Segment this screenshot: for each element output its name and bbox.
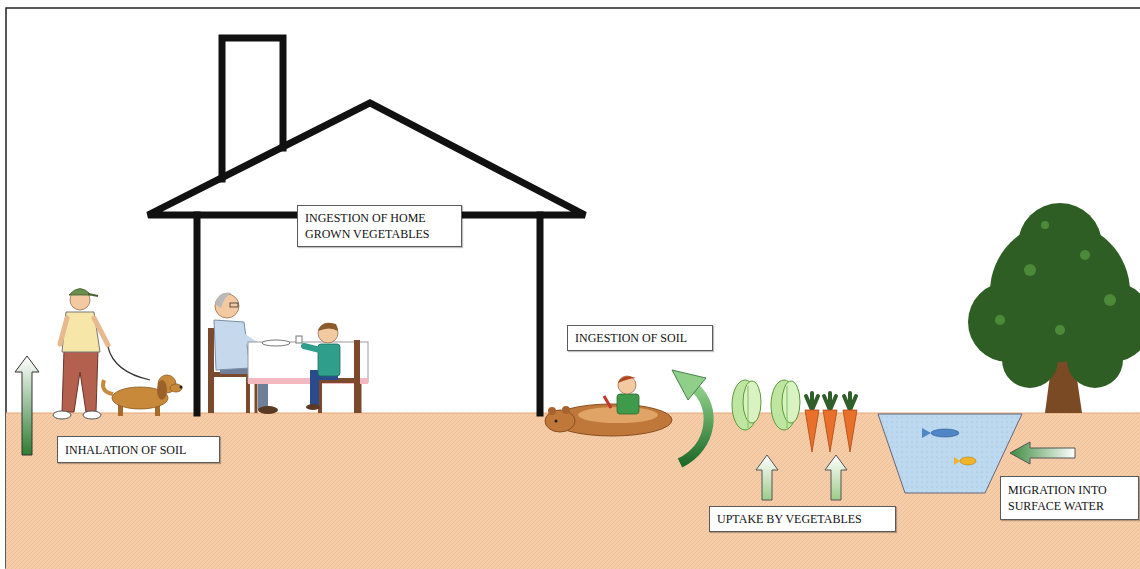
dog-part [180, 386, 183, 389]
old-man-seated-part [208, 328, 214, 413]
bear-sandbox-part [555, 420, 558, 423]
bear-sandbox [545, 376, 672, 436]
inhalation-arrow [15, 356, 39, 455]
pond-part [931, 429, 959, 437]
uptake-arrows-part [756, 455, 778, 500]
ingestion-arrow-part [672, 370, 706, 400]
man-walking-part [62, 350, 98, 412]
dining-table-part [248, 378, 368, 384]
old-man-seated-part [215, 292, 232, 308]
pond-part [954, 457, 960, 465]
lettuce-part [787, 386, 788, 428]
pathway-label-text: INGESTION OF SOIL [575, 330, 687, 346]
bear-sandbox-part [562, 406, 570, 414]
old-man-seated-part [230, 303, 238, 307]
child-seated-part [304, 346, 320, 350]
dining-table-part [296, 336, 302, 343]
bear-sandbox-part [548, 407, 556, 415]
tree-part [995, 315, 1005, 325]
house-outline-part [537, 215, 544, 413]
tree-part [1080, 250, 1090, 260]
bear-sandbox-part [617, 394, 639, 414]
tree-part [1018, 203, 1102, 287]
frame [6, 8, 1140, 568]
dog-part [103, 380, 113, 394]
child-seated [304, 323, 360, 413]
man-walking-part [108, 347, 150, 380]
pathway-label: UPTAKE BY VEGETABLES [709, 506, 896, 532]
ingestion-arrow-part [680, 388, 709, 463]
house-outline-part [148, 103, 585, 215]
carrots [805, 393, 857, 452]
dog-part [170, 384, 182, 392]
child-seated-part [318, 323, 338, 331]
house-outline-part [222, 38, 283, 179]
bear-sandbox-part [618, 376, 636, 394]
tree-part [1055, 325, 1065, 335]
uptake-arrows [756, 455, 847, 500]
old-man-seated-part [214, 320, 250, 370]
pathway-label: INGESTION OF SOIL [567, 325, 713, 351]
tree-part [1041, 221, 1049, 229]
migration-arrow [1010, 442, 1075, 464]
man-walking-part [53, 411, 71, 419]
man-walking-part [83, 411, 101, 419]
migration-arrow-part [1010, 442, 1075, 464]
lettuce-part [782, 381, 800, 423]
lettuce-part [743, 381, 761, 423]
ingestion-arrow [672, 370, 709, 463]
man-walking-part [94, 318, 108, 345]
tree [968, 203, 1140, 413]
dining-table [248, 336, 368, 413]
child-seated-part [310, 378, 319, 406]
child-seated-part [318, 323, 338, 343]
bear-sandbox-part [618, 376, 636, 383]
bear-sandbox-part [604, 396, 611, 408]
old-man-seated-part [258, 406, 278, 414]
pathway-label: INGESTION OF HOME GROWN VEGETABLES [297, 205, 462, 247]
man-walking-part [69, 289, 91, 296]
house-outline-part [194, 215, 201, 413]
carrots-part [843, 410, 857, 452]
house-outline [148, 38, 585, 413]
child-seated-part [306, 404, 320, 410]
dog [103, 375, 182, 416]
lettuce-part [748, 386, 749, 428]
carrots-part [806, 393, 818, 410]
carrots-part [823, 410, 837, 452]
pathway-label: MIGRATION INTO SURFACE WATER [1000, 476, 1139, 520]
dining-table-part [255, 384, 258, 413]
tree-part [1067, 332, 1123, 388]
pond-part [960, 457, 976, 465]
pathway-label-text: UPTAKE BY VEGETABLES [717, 511, 862, 527]
ground [6, 413, 1140, 569]
tree-part [1024, 264, 1036, 276]
carrots-part [805, 410, 819, 452]
dining-table-part [262, 340, 290, 346]
dining-table-part [248, 342, 368, 382]
dog-part [157, 380, 167, 400]
pathway-label-text: INGESTION OF HOME GROWN VEGETABLES [305, 210, 454, 242]
pathway-label: INHALATION OF SOIL [57, 436, 220, 463]
lettuce [732, 380, 800, 430]
man-walking-part [60, 318, 67, 344]
man-walking-part [88, 294, 98, 296]
carrots-part [844, 393, 856, 410]
inhalation-arrow-part [15, 356, 39, 455]
pathway-label-text: MIGRATION INTO SURFACE WATER [1008, 482, 1131, 514]
tree-part [1002, 332, 1058, 388]
pond-part [922, 428, 931, 438]
child-seated-part [354, 340, 360, 413]
pathway-label-text: INHALATION OF SOIL [65, 442, 186, 458]
uptake-arrows-part [825, 455, 847, 500]
carrots-part [824, 393, 836, 410]
tree-part [1104, 294, 1116, 306]
